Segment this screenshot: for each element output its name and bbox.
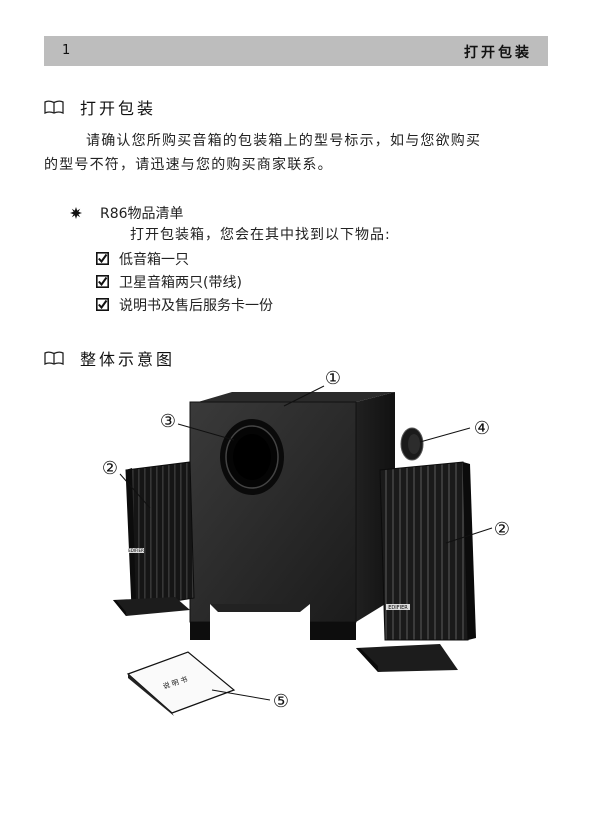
section-title: 整体示意图 [80, 350, 176, 369]
callout-4: ④ [474, 418, 490, 439]
list-item: 说明书及售后服务卡一份 [96, 293, 273, 316]
paragraph-line: 请确认您所购买音箱的包装箱上的型号标示，如与您欲购买 [86, 133, 482, 149]
subwoofer [189, 392, 424, 640]
section-title: 打开包装 [80, 99, 157, 118]
packing-list-heading: R86物品清单 [70, 203, 184, 223]
satellite-speaker-left: EDIFIER [113, 461, 195, 616]
satellite-speaker-right: EDIFIER [356, 461, 476, 672]
section-heading-unpack: 打开包装 [44, 95, 156, 119]
packing-list-title: R86物品清单 [100, 206, 184, 222]
checkbox-checked-icon [96, 275, 109, 288]
list-item: 卫星音箱两只(带线) [96, 270, 273, 293]
callout-3: ③ [160, 411, 176, 432]
section-heading-overview: 整体示意图 [44, 346, 175, 370]
list-item-label: 说明书及售后服务卡一份 [119, 297, 273, 314]
list-item-label: 低音箱一只 [119, 251, 189, 268]
callout-2-left: ② [102, 458, 118, 479]
packing-list: 低音箱一只 卫星音箱两只(带线) 说明书及售后服务卡一份 [96, 247, 273, 316]
book-icon [44, 351, 64, 365]
callout-2-right: ② [494, 519, 510, 540]
header-title: 打开包装 [464, 45, 532, 61]
paragraph-line: 的型号不符，请迅速与您的购买商家联系。 [44, 157, 333, 173]
page-number: 1 [62, 43, 71, 58]
leader-lines [119, 385, 493, 701]
list-item: 低音箱一只 [96, 247, 273, 270]
brand-label-right: EDIFIER [388, 605, 408, 611]
callout-1: ① [325, 368, 341, 389]
manual-card: 说 明 书 [126, 651, 236, 716]
list-item-label: 卫星音箱两只(带线) [119, 274, 242, 291]
product-overview-figure: EDIFIER EDIFIER 说 明 书 ① ② ③ ④ ② ⑤ [102, 368, 510, 716]
checkbox-checked-icon [96, 298, 109, 311]
packing-list-intro: 打开包装箱，您会在其中找到以下物品: [130, 227, 391, 243]
header-bar: 1 打开包装 [44, 36, 548, 66]
intro-paragraph: 请确认您所购买音箱的包装箱上的型号标示，如与您欲购买 的型号不符，请迅速与您的购… [44, 129, 550, 177]
starburst-bullet-icon [70, 207, 82, 219]
callout-5: ⑤ [273, 691, 289, 712]
checkbox-checked-icon [96, 252, 109, 265]
brand-label-left: EDIFIER [128, 548, 144, 553]
book-icon [44, 100, 64, 114]
callouts: ① ② ③ ④ ② ⑤ [102, 368, 510, 712]
